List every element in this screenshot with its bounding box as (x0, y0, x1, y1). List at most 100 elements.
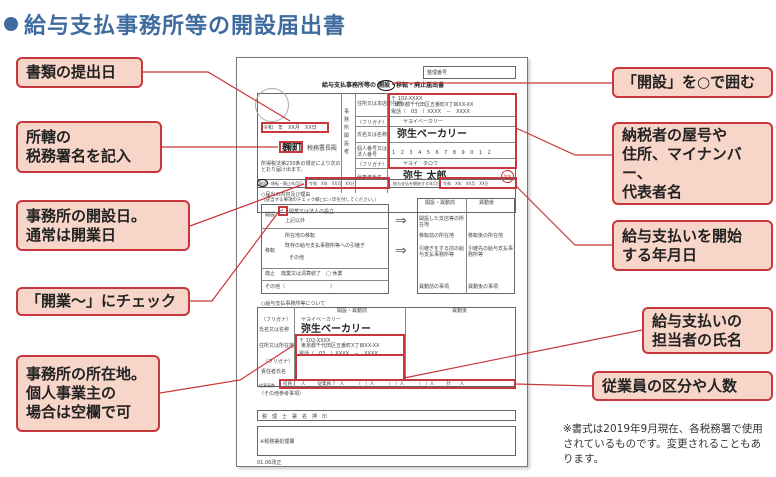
change-head-after: 異動後 (479, 200, 495, 206)
seal-stamp: 弥生 (501, 170, 514, 183)
digit: 4 (418, 150, 422, 156)
highlight-tax-office (279, 141, 303, 153)
connector-line (515, 127, 612, 156)
office-label: 住所又は所在地 (259, 343, 295, 349)
reason-close-1: 廃業又は清算結了 □ 休業 (281, 271, 343, 277)
open-circle-mark (377, 80, 395, 91)
employee-cell: （ ）人 (416, 382, 435, 387)
row-label: 住所又は本店所在地 (357, 101, 403, 107)
callout-tax-office: 所轄の 税務署名を記入 (16, 121, 162, 173)
reason-other: その他（ ） (265, 284, 336, 290)
change-cell: 異動後の事項 (468, 284, 499, 290)
highlight-person-in-charge (295, 354, 405, 381)
digit: 0 (470, 150, 474, 156)
accountant-row: 税 理 士 署 名 押 印 (257, 410, 516, 421)
pay-start-label: 給与支払を開始する年月日 (393, 181, 441, 186)
digit: 8 (452, 150, 456, 156)
furigana-rep: ヤヨイ タロウ (403, 161, 439, 167)
ref-number-label: 整理番号 (427, 70, 448, 76)
row-label: （フリガナ） (357, 162, 388, 168)
employee-cell: 役員 人 (283, 382, 306, 387)
highlight-pay-start (439, 177, 517, 189)
ref-number-box: 整理番号 (423, 66, 516, 79)
callout-pay-start: 給与支払いを開始 する年月日 (612, 220, 773, 271)
digit: 6 (435, 150, 439, 156)
connector-line (515, 185, 612, 246)
callout-taxpayer-info: 納税者の屋号や 住所、マイナンバー、 代表者名 (612, 122, 773, 205)
side-label: 事務所開設者 (344, 109, 350, 155)
arrow-icon: ⇒ (395, 243, 407, 259)
receipt-stamp-circle (255, 88, 289, 122)
callout-circle-open: 「開設」を○で囲む (612, 67, 773, 98)
callout-check-opening: 「開業～」にチェック (16, 287, 190, 316)
digit: 1 (392, 150, 396, 156)
representative-name: 弥生 太郎 (403, 171, 447, 182)
digit: 2 (400, 150, 404, 156)
bullet-icon (4, 17, 18, 31)
change-cell: 異動前の事項 (419, 284, 450, 290)
change-head-before: 開設・異動前 (425, 200, 456, 206)
reason-close-label: 廃止 (265, 271, 276, 277)
office-postal: 〒 102-XXXX (299, 338, 331, 344)
highlight-submit-date (261, 122, 329, 133)
digit: 2 (487, 150, 491, 156)
employee-cell: （ ）人 (356, 382, 375, 387)
section-subtitle: （該当する事項のチェック欄□に✓印を付してください。） (261, 198, 379, 203)
digit: 9 (461, 150, 465, 156)
tax-form: 整理番号 給与支払事務所等の 開設・移転・廃止届出書 令和 年 XX月 XX日 … (236, 57, 528, 467)
checkmark-icon: ✓ (280, 208, 285, 214)
reason-other-option: その他 (289, 255, 305, 261)
phone: 電話（ 03 ）XXXX － XXXX (391, 109, 470, 115)
highlight-office-address (295, 334, 405, 356)
callout-employees: 従業員の区分や人数 (592, 371, 773, 401)
employee-cell: 計 人 (446, 382, 465, 387)
revision-label: 01.06改正 (257, 460, 282, 466)
open-row-label: 開設・移転・廃止年月日 (259, 181, 303, 186)
employee-label: 従事員数 (259, 383, 275, 388)
highlight-taxpayer (388, 93, 517, 169)
office-address: 東京都千代田区五番町X丁目XX-XX (301, 343, 380, 349)
change-cell: 引継先の給与支払事務所等 (468, 246, 514, 258)
callout-person-in-charge: 給与支払いの 担当者の氏名 (642, 307, 773, 354)
callout-office-address: 事務所の所在地。 個人事業主の 場合は空欄で可 (16, 355, 160, 432)
open-date-value: 令和 X年 XX月 XX日 (309, 181, 355, 186)
office-label: 氏名又は名称 (259, 327, 290, 333)
reason-move-2: 既存の給与支払事務所等への引継ぎ (285, 243, 366, 249)
employee-cell: （ ）人 (386, 382, 405, 387)
change-cell: 移転後の所在地 (468, 233, 504, 239)
employee-other: （その他参考事項） (259, 391, 305, 397)
furigana-name: ヤヨイベーカリー (403, 119, 444, 125)
row-label: 氏名又は名称 (357, 132, 388, 138)
office-label: （フリガナ） (261, 317, 292, 323)
office-use-label: ※税務署処理欄 (260, 439, 295, 445)
reason-open-2: 上記以外 (285, 218, 306, 224)
arrow-icon: ⇒ (395, 213, 407, 229)
reason-open-label: 開設 (265, 212, 276, 218)
pay-start-value: 令和 X年 XX月 XX日 (443, 181, 489, 186)
change-cell: 移転前の所在地 (419, 233, 455, 239)
lower-title: ○給与支払事務所等について (261, 301, 326, 307)
reason-move-label: 移転 (265, 248, 276, 254)
callout-submit-date: 書類の提出日 (16, 57, 143, 88)
highlight-open-date (305, 177, 390, 189)
office-label: （フリガナ） (263, 359, 294, 365)
postal-code: 〒 102-XXXX (391, 96, 423, 102)
tax-office-suffix: 税務署長殿 (307, 145, 338, 152)
digit: 1 (478, 150, 483, 156)
submit-date: 令和 年 XX月 XX日 (263, 125, 317, 131)
tax-office-name: 麹町 (282, 143, 302, 154)
statement: 所得税法第230条の規定により次のとおり届け出ます。 (261, 161, 341, 173)
change-cell: 引継ぎをする前の給与支払事務所等 (419, 246, 465, 258)
employee-cell: 従業員 7 人 (317, 382, 345, 387)
footnote: ※書式は2019年9月現在、各税務署で使用されているものです。変更されることもあ… (563, 423, 763, 465)
business-name: 弥生ベーカリー (397, 129, 467, 140)
employee-cells: 役員 人 従業員 7 人 （ ）人 （ ）人 （ ）人 計 人 (283, 382, 464, 388)
digit: 7 (444, 150, 448, 156)
title-text: 給与支払事務所等の開設届出書 (24, 14, 347, 39)
office-head-after: 異動後 (452, 308, 468, 314)
digit: 5 (426, 150, 430, 156)
callout-open-date: 事務所の開設日。 通常は開業日 (16, 200, 190, 251)
office-name: 弥生ベーカリー (301, 324, 371, 335)
row-label: 個人番号又は法人番号 (357, 146, 388, 158)
